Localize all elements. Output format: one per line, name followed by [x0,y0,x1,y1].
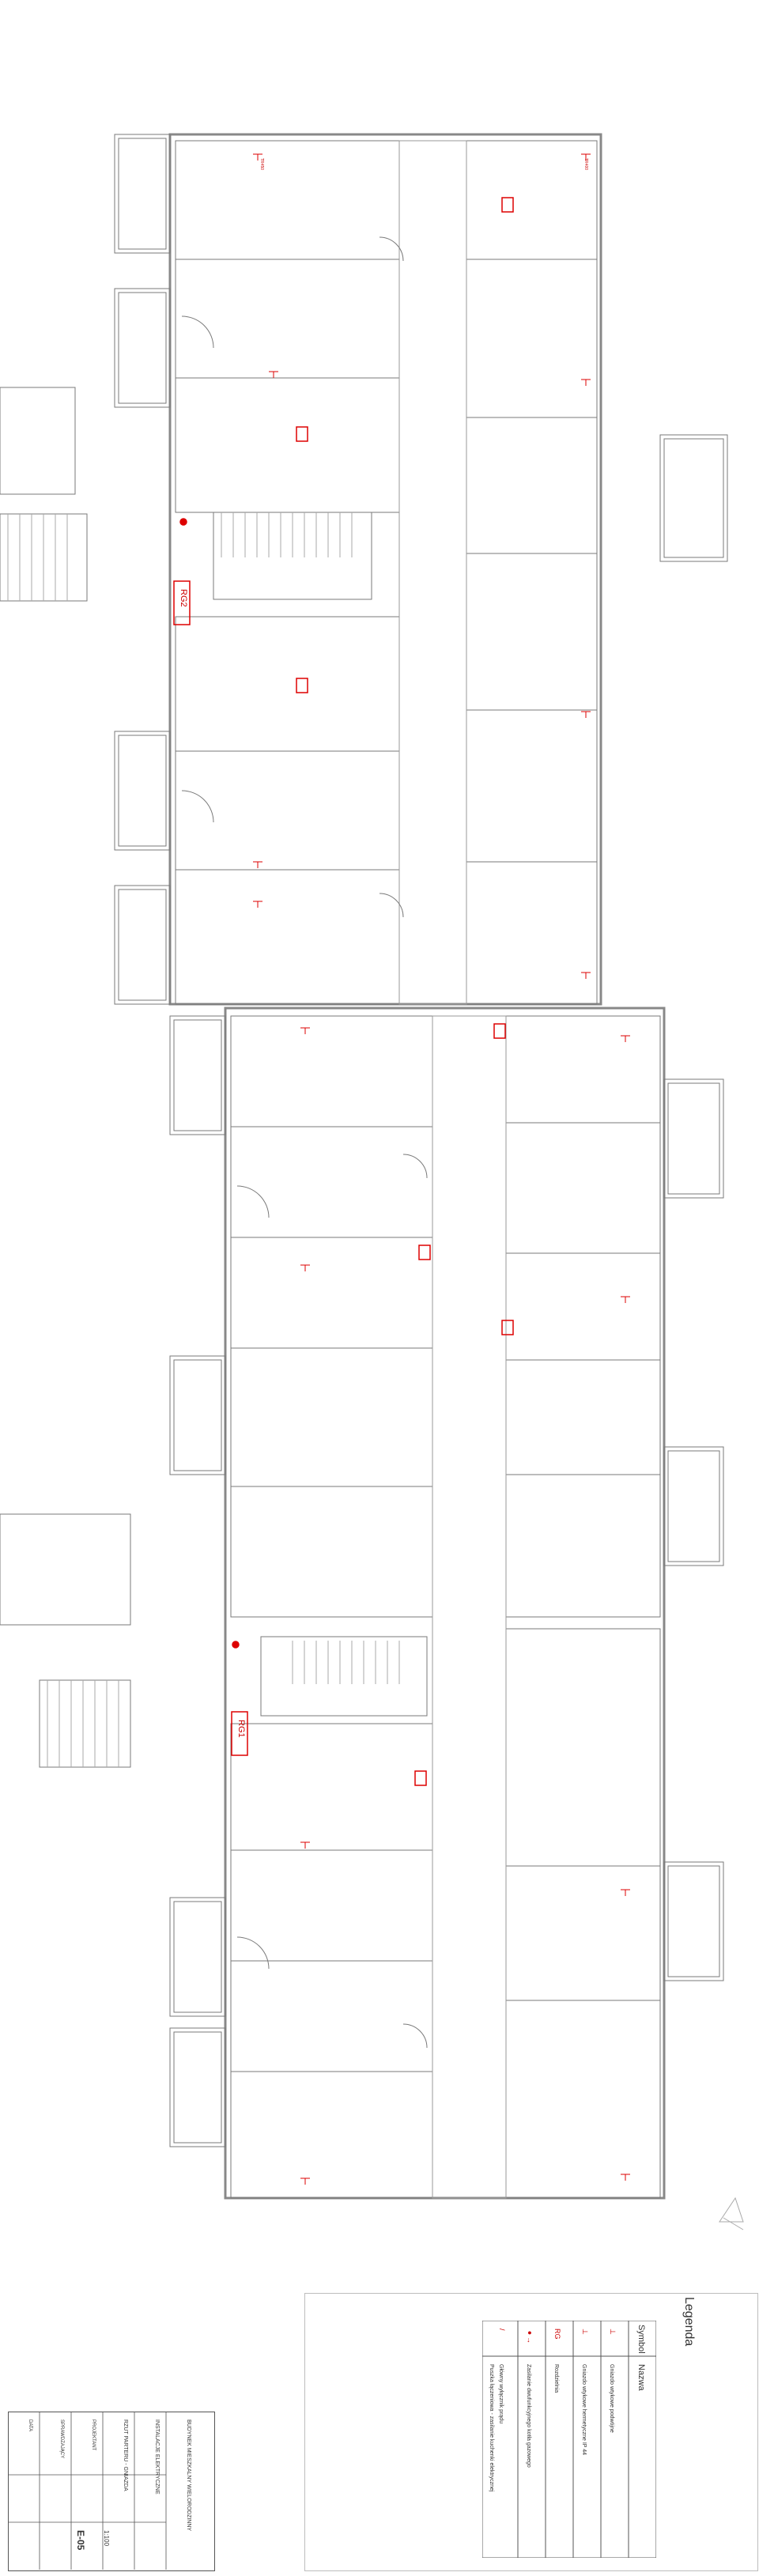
socket-tag: TR400 [583,158,588,171]
drawing-scale: 1:100 [103,2530,110,2547]
title-block [8,2412,215,2571]
distribution-board-rg2 [173,580,191,625]
legend-panel [304,2293,758,2571]
title-block-line: BUDYNEK MIESZKALNY WIELORODZINNY [186,2419,191,2532]
legend-table [482,2321,656,2558]
legend-row-symbol: / [498,2329,506,2331]
legend-row-symbol: ⊥ [581,2329,589,2335]
legend-row-symbol: ●→ [526,2329,534,2344]
title-block-line: RZUT PARTERU - GNIAZDA [123,2419,128,2491]
legend-title: Legenda [682,2297,696,2347]
distribution-board-rg1 [231,1711,248,1756]
circuit-label-rg1: RG1 [236,1720,246,1738]
legend-row-name: Rozdzielnia [553,2364,559,2393]
title-block-line: INSTALACJE ELEKTRYCZNE [154,2419,160,2495]
legend-row-name: Główny wyłącznik prądu [498,2364,504,2424]
building-lower-outline [224,1007,666,2200]
legend-row-symbol: ⊥ [609,2329,617,2335]
title-block-line: DATA [28,2419,32,2432]
legend-row-name: Gniazdo wtykowe podwójne [609,2364,614,2433]
title-block-line: PROJEKTANT [91,2419,96,2451]
legend-row-name: Gniazdo wtykowe hermetyczne IP 44 [581,2364,587,2456]
title-block-grid [8,2412,167,2570]
title-block-line: SPRAWDZAJĄCY [59,2419,64,2459]
building-upper-outline [168,133,602,1006]
drawing-number: E-05 [75,2530,86,2551]
north-arrow-icon [719,2196,744,2230]
circuit-label-rg2: RG2 [179,589,188,607]
legend-row-name: Puszka łączeniowa - zasilanie kuchenki e… [489,2364,494,2492]
socket-tag: TR450 [259,158,264,171]
legend-row-symbol: RG [553,2329,561,2340]
legend-col-name: Nazwa [636,2364,646,2391]
legend-col-symbol: Symbol [636,2325,646,2354]
legend-row-name: Zasilanie dwufunkcyjnego kotła gazowego [526,2364,531,2468]
